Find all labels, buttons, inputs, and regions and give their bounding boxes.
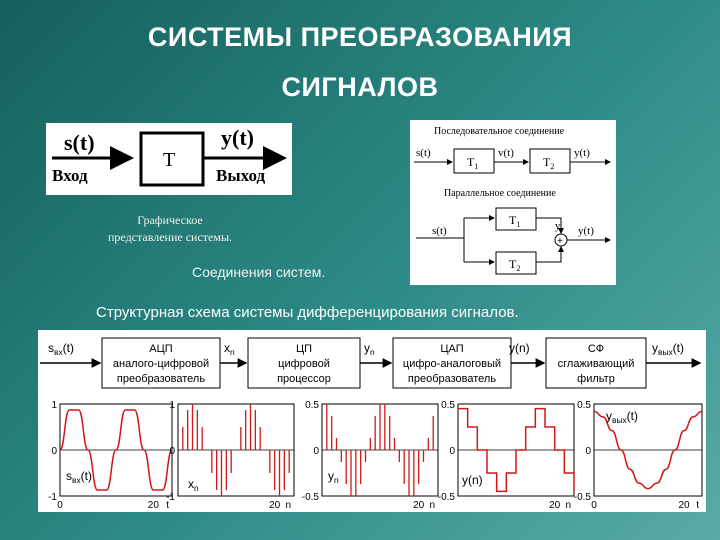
plot-2-xtick-1: 20 — [269, 500, 281, 511]
plot-5-xtick-1: 0 — [591, 500, 597, 511]
plot-3-ytick-2: 0 — [313, 446, 319, 457]
block-4-line1: сглаживающий — [558, 358, 635, 370]
system-graph-caption-line1: Графическое — [137, 213, 203, 227]
plot-1-ytick-1: 1 — [51, 400, 57, 411]
plot-5-ytick-3: -0.5 — [574, 492, 592, 503]
plot-5-xtick-2: 20 — [678, 500, 690, 511]
serial-block-1-label: T1 — [467, 155, 478, 171]
system-input-label: Вход — [52, 166, 88, 185]
parallel-top-to-sum — [536, 217, 564, 234]
parallel-output-signal: y(t) — [578, 225, 594, 237]
plot-5-xvar: t — [696, 500, 699, 511]
plot-2-xvar: n — [285, 500, 291, 511]
plot-1-xtick-2: 20 — [148, 500, 160, 511]
plot-3-xvar: n — [429, 500, 435, 511]
plot-1-xvar: t — [166, 500, 169, 511]
serial-connection-title: Последовательное соединение — [434, 126, 565, 137]
plot-4-ytick-3: -0.5 — [438, 492, 456, 503]
plot-3-ytick-3: -0.5 — [302, 492, 320, 503]
connections-panel: Последовательное соединение s(t) T1 v(t)… — [410, 120, 616, 285]
block-3-line2: преобразователь — [408, 373, 496, 385]
signal-label-1: sвх(t) — [48, 341, 74, 357]
structure-caption: Структурная схема системы дифференцирова… — [96, 304, 519, 321]
system-graph-panel: s(t) Вход T y(t) Выход — [46, 123, 292, 195]
block-1-abbr: АЦП — [149, 343, 172, 355]
plot-4-xvar: n — [565, 500, 571, 511]
signal-label-3: yn — [364, 341, 375, 357]
block-3 — [392, 337, 512, 389]
parallel-bottom-to-sum — [536, 246, 564, 263]
signal-label-2: xn — [224, 341, 235, 357]
plot-3-ytick-1: 0.5 — [305, 400, 319, 411]
connections-caption: Соединения систем. — [192, 264, 326, 280]
parallel-connection-title: Параллельное соединение — [444, 188, 556, 199]
serial-output-signal: y(t) — [574, 147, 590, 159]
block-2-line2: процессор — [277, 373, 331, 385]
plot-5-curve — [593, 410, 703, 490]
parallel-block-2 — [495, 251, 537, 275]
block-2-abbr: ЦП — [296, 343, 312, 355]
plot-5-ytick-1: 0.5 — [577, 400, 591, 411]
plot-4-ytick-1: 0.5 — [441, 400, 455, 411]
serial-mid-signal: v(t) — [498, 147, 514, 159]
system-output-signal: y(t) — [221, 125, 254, 150]
parallel-block-1-label: T1 — [509, 213, 520, 229]
plot-2-ytick-1: 1 — [169, 400, 175, 411]
plot-1-ytick-3: -1 — [48, 492, 57, 503]
plot-3-xtick-1: 20 — [413, 500, 425, 511]
plot-1-ytick-2: 0 — [51, 446, 57, 457]
slide-title-line1: СИСТЕМЫ ПРЕОБРАЗОВАНИЯ — [147, 22, 573, 52]
plot-2-ytick-2: 0 — [169, 446, 175, 457]
parallel-block-1 — [495, 207, 537, 231]
block-2-line1: цифровой — [278, 358, 330, 370]
block-1-line1: аналого-цифровой — [113, 358, 209, 370]
serial-block-2-label: T2 — [543, 155, 554, 171]
plot-2-label: xn — [188, 477, 199, 493]
system-block-label: T — [163, 149, 175, 171]
plot-4-steps — [458, 407, 575, 493]
block-4-abbr: СФ — [588, 343, 604, 355]
plot-5-label: yвых(t) — [606, 409, 638, 425]
parallel-block-2-label: T2 — [509, 257, 520, 273]
signal-label-4: y(n) — [509, 341, 530, 355]
signal-label-5: yвых(t) — [652, 341, 684, 357]
serial-block-1 — [453, 148, 495, 174]
serial-block-2 — [529, 148, 571, 174]
summing-junction-plus: + — [557, 236, 563, 247]
plot-4-xtick-1: 20 — [549, 500, 561, 511]
block-3-line1: цифро-аналоговый — [403, 358, 501, 370]
plot-4-ytick-2: 0 — [449, 446, 455, 457]
system-graph-caption-line2: представление системы. — [107, 230, 233, 244]
slide-title-line2: СИГНАЛОВ — [281, 72, 439, 102]
plot-1-xtick-1: 0 — [57, 500, 63, 511]
system-input-signal: s(t) — [64, 130, 95, 155]
block-4-line2: фильтр — [577, 373, 615, 385]
block-4 — [545, 337, 647, 389]
plot-3-label: yn — [328, 469, 339, 485]
parallel-input-signal: s(t) — [432, 225, 447, 237]
plot-1-label: sвх(t) — [66, 469, 92, 485]
parallel-output-mark: y — [555, 220, 561, 232]
plot-5-ytick-2: 0 — [585, 446, 591, 457]
block-1-line2: преобразователь — [117, 373, 205, 385]
plot-2-ytick-3: -1 — [166, 492, 175, 503]
system-output-label: Выход — [216, 166, 265, 185]
plot-4-label: y(n) — [462, 473, 483, 487]
serial-input-signal: s(t) — [416, 147, 431, 159]
block-1 — [101, 337, 221, 389]
structure-panel: АЦП аналого-цифровой преобразователь ЦП цифр… — [38, 330, 706, 512]
block-3-abbr: ЦАП — [440, 343, 463, 355]
plot-1-curve — [59, 409, 173, 491]
block-2 — [247, 337, 361, 389]
